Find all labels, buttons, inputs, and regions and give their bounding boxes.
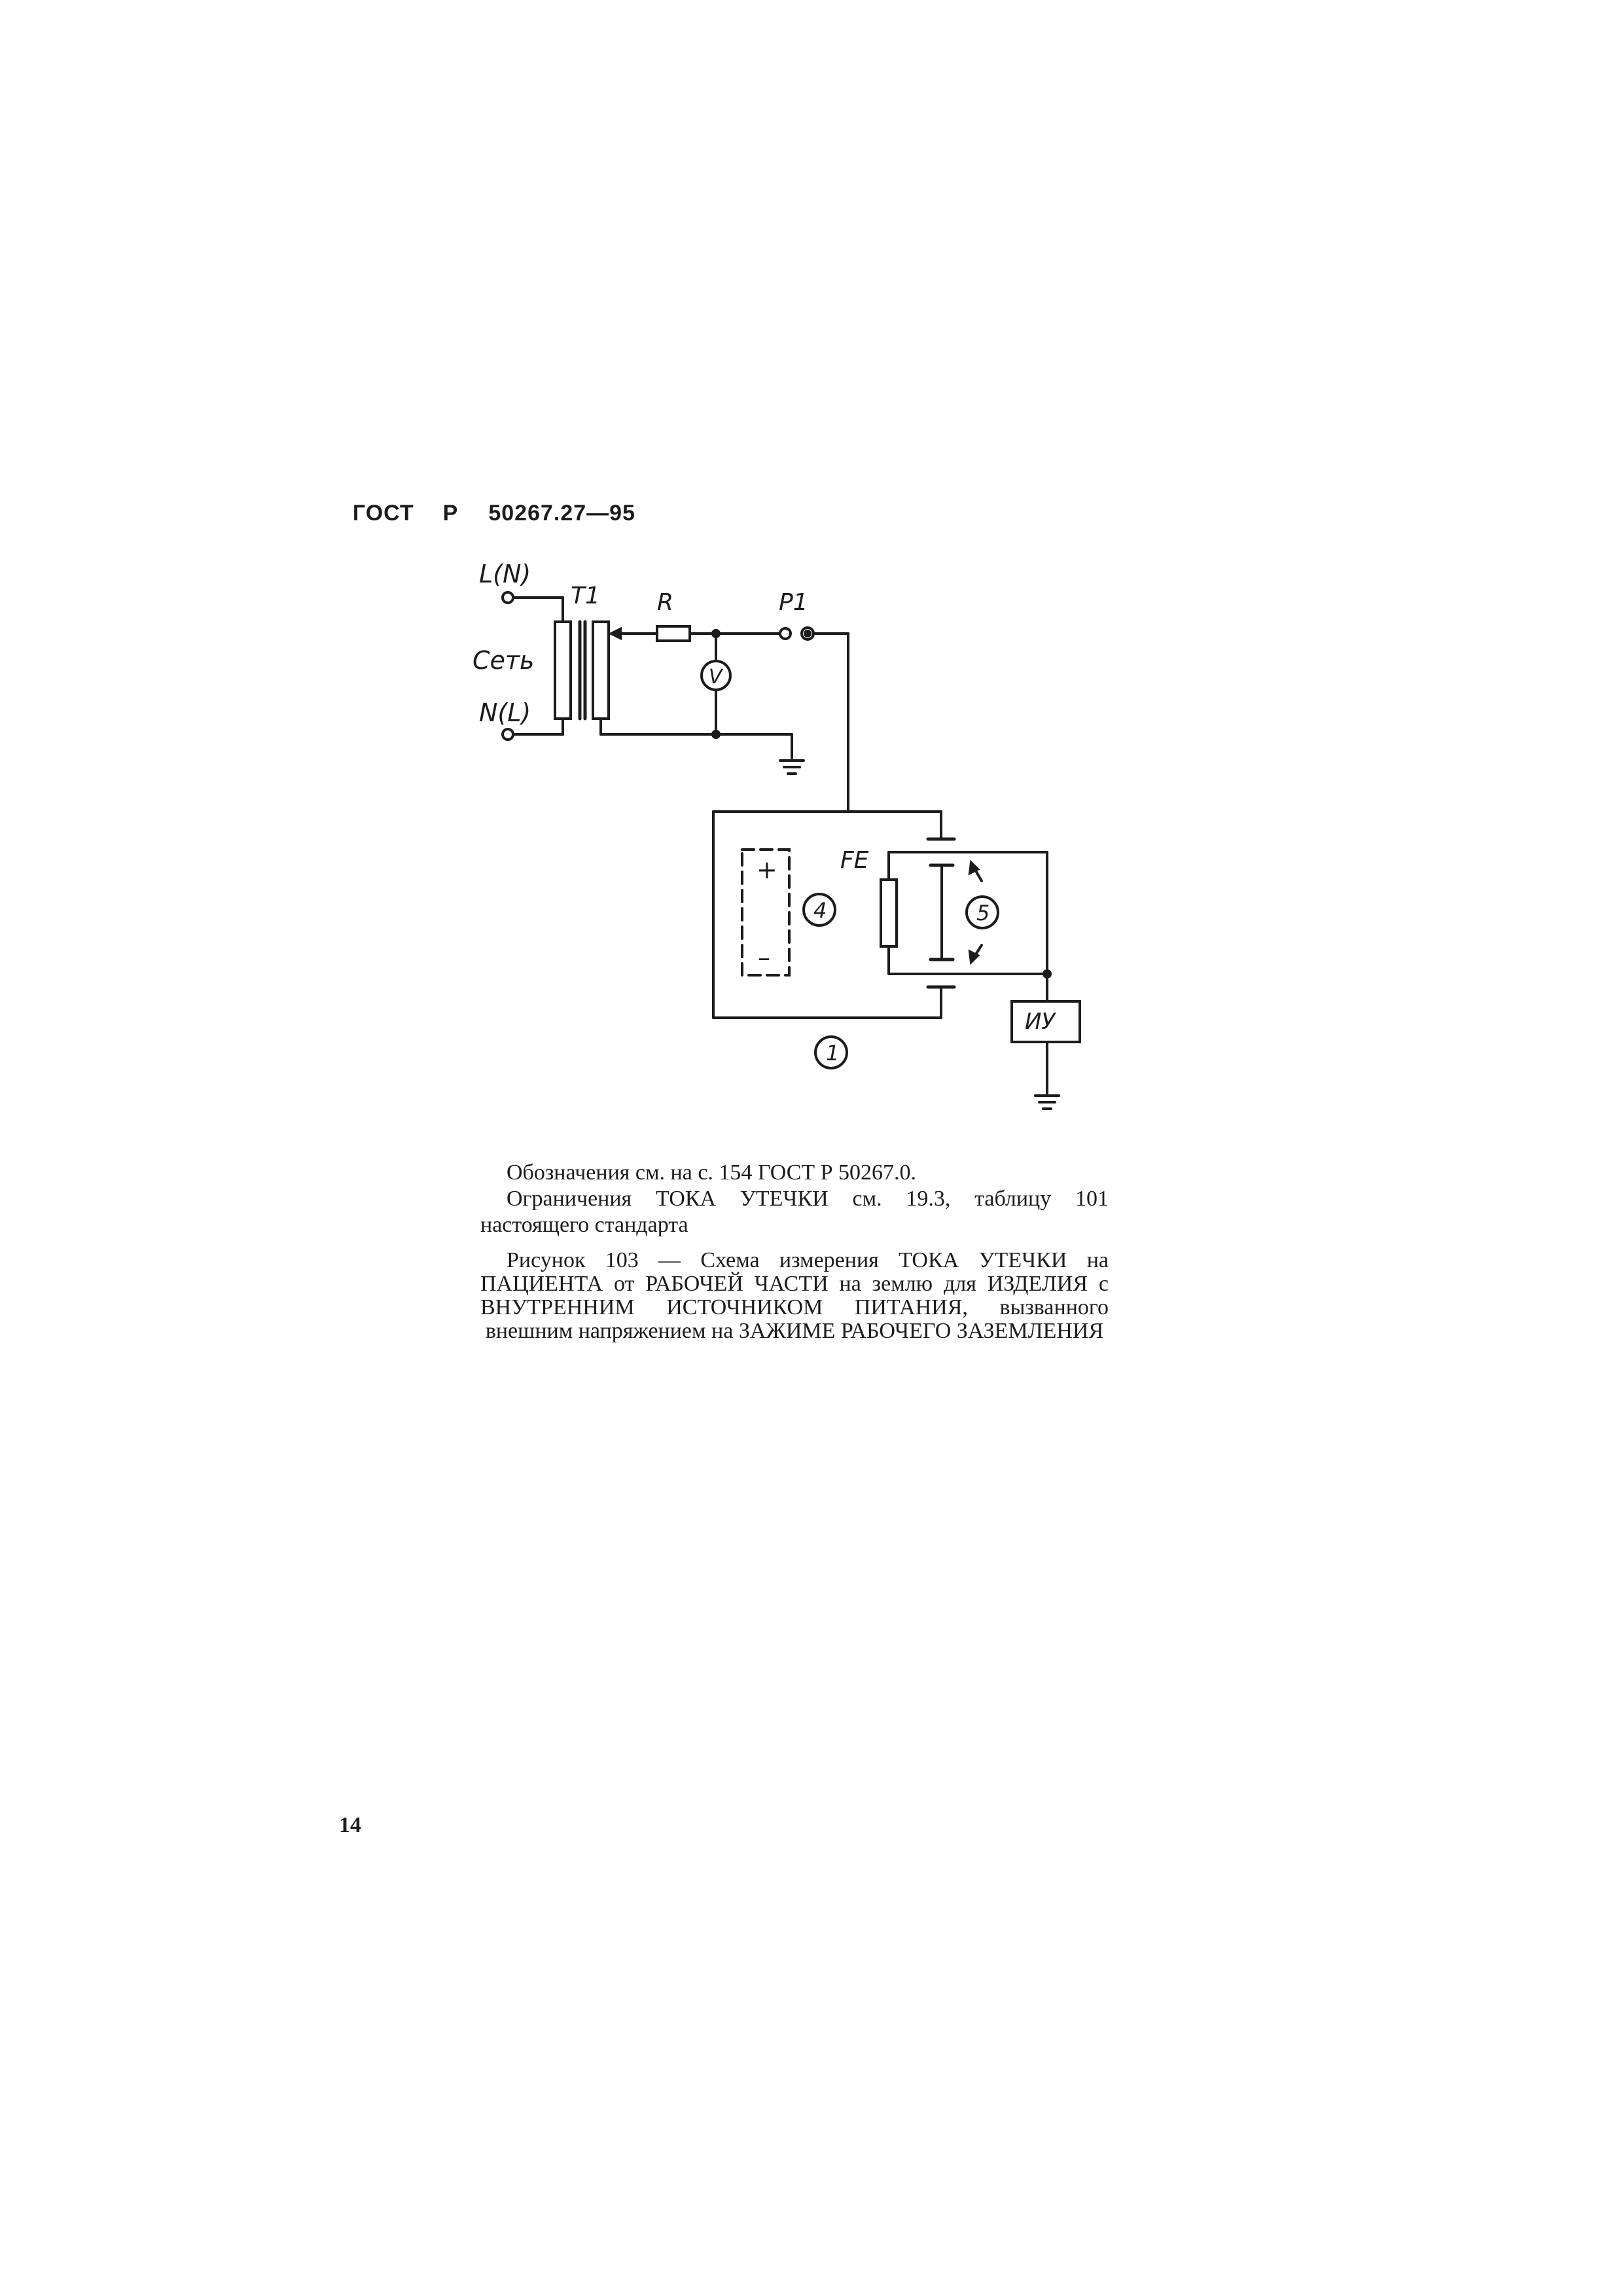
label-nl: N(L) — [479, 698, 531, 727]
transformer-secondary-winding — [592, 620, 610, 720]
figure-notes: Обозначения см. на с. 154 ГОСТ Р 50267.0… — [480, 1160, 1109, 1238]
label-t1: T1 — [571, 583, 600, 609]
page-number: 14 — [339, 1813, 361, 1837]
label-plus: + — [757, 855, 777, 884]
internal-power-source — [741, 848, 791, 977]
label-p1: P1 — [779, 589, 808, 616]
label-circle-1 — [814, 1035, 848, 1069]
applied-part — [880, 837, 1052, 989]
switch-p1 — [779, 626, 849, 813]
notes-limits: Ограничения ТОКА УТЕЧКИ см. 19.3, таблиц… — [480, 1187, 1109, 1237]
equipment-enclosure — [712, 810, 942, 1019]
applied-part-resistor — [880, 878, 898, 948]
label-minus: – — [758, 943, 770, 972]
header-standard-number: 50267.27—95 — [488, 501, 635, 526]
header-r: Р — [442, 501, 459, 526]
label-set: Сеть — [473, 646, 534, 675]
label-circle-4 — [802, 893, 836, 927]
terminal-nl — [501, 728, 514, 741]
label-v: V — [709, 666, 724, 689]
label-4: 4 — [813, 898, 827, 923]
voltmeter — [700, 632, 732, 739]
mains-terminals — [501, 591, 564, 741]
resistor-r — [656, 625, 691, 642]
label-5: 5 — [976, 901, 990, 925]
earth-symbol-top — [779, 759, 805, 775]
transformer-primary-winding — [554, 620, 572, 720]
label-fe: FE — [840, 847, 869, 874]
page-header: ГОСТ Р 50267.27—95 — [339, 475, 635, 526]
notes-designations: Обозначения см. на с. 154 ГОСТ Р 50267.0… — [507, 1160, 917, 1185]
label-iu: ИУ — [1025, 1009, 1056, 1035]
header-gost: ГОСТ — [352, 501, 414, 526]
label-1: 1 — [826, 1041, 839, 1066]
transformer-tap-arrow — [608, 626, 622, 641]
figure-caption: Рисунок 103 — Схема измерения ТОКА УТЕЧК… — [480, 1248, 1109, 1343]
transformer-t1 — [554, 620, 622, 736]
label-r: R — [657, 589, 673, 616]
label-ln: L(N) — [479, 560, 531, 588]
earth-symbol-bottom — [1034, 1094, 1060, 1110]
terminal-ln — [501, 591, 514, 604]
label-circle-5 — [965, 895, 999, 929]
switch-p1-contact-a — [779, 627, 792, 640]
